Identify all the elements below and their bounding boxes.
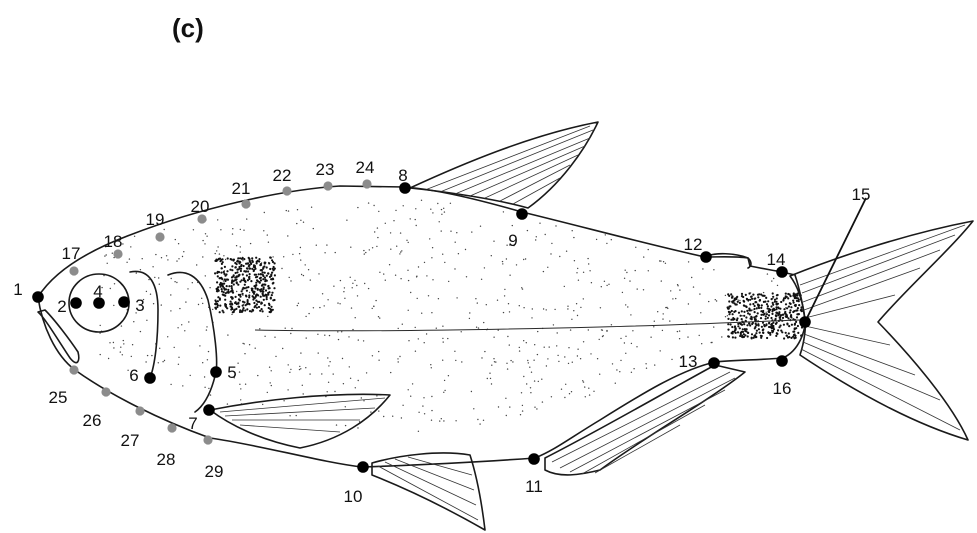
landmark-11-label: 11 <box>525 477 543 496</box>
pectoral-fin <box>210 394 390 448</box>
caudal-fin <box>790 221 973 440</box>
landmark-19-point <box>155 232 164 241</box>
landmark-21-point <box>241 199 250 208</box>
landmark-1-label: 1 <box>13 280 22 299</box>
landmark-12-label: 12 <box>684 235 703 254</box>
landmark-14-label: 14 <box>767 250 786 269</box>
landmark-18-label: 18 <box>104 232 123 251</box>
landmark-2-point <box>70 297 82 309</box>
landmark-24-point <box>362 179 371 188</box>
landmark-1-point <box>32 291 44 303</box>
panel-label: (c) <box>172 13 204 43</box>
anal-fin-rays <box>552 372 735 474</box>
landmark-13-point <box>708 357 720 369</box>
landmark-15-leader-line <box>805 198 866 322</box>
landmark-3-label: 3 <box>135 296 144 315</box>
landmark-15-label: 15 <box>852 185 871 204</box>
landmark-9-label: 9 <box>508 231 517 250</box>
landmark-3-point <box>118 296 130 308</box>
landmark-17-label: 17 <box>62 244 81 263</box>
landmark-29-label: 29 <box>205 462 224 481</box>
landmark-16-label: 16 <box>773 379 792 398</box>
anal-fin <box>545 365 745 475</box>
landmark-23-point <box>323 181 332 190</box>
landmark-17-point <box>69 266 78 275</box>
landmark-26-point <box>101 387 110 396</box>
landmark-7-label: 7 <box>188 414 197 433</box>
landmark-11-point <box>528 453 540 465</box>
landmark-29-point <box>203 435 212 444</box>
landmark-22-label: 22 <box>273 166 292 185</box>
lateral-line <box>255 320 800 331</box>
landmark-5-label: 5 <box>227 363 236 382</box>
landmark-21-label: 21 <box>232 179 251 198</box>
landmark-6-label: 6 <box>129 366 138 385</box>
landmark-7-point <box>203 404 215 416</box>
landmark-6-point <box>144 372 156 384</box>
landmark-16-point <box>776 355 788 367</box>
opercle <box>168 272 217 412</box>
landmark-15-point <box>799 316 811 328</box>
fish-illustration <box>38 122 973 530</box>
landmark-26-label: 26 <box>83 411 102 430</box>
landmark-22-point <box>282 186 291 195</box>
landmark-9-point <box>516 208 528 220</box>
landmark-27-point <box>135 406 144 415</box>
landmark-4-label: 4 <box>93 282 102 301</box>
landmark-24-label: 24 <box>356 158 375 177</box>
landmark-19-label: 19 <box>146 210 165 229</box>
adipose-fin <box>705 254 751 268</box>
landmark-20-label: 20 <box>191 197 210 216</box>
landmark-25-point <box>69 365 78 374</box>
landmark-2-label: 2 <box>57 297 66 316</box>
landmark-10-label: 10 <box>344 487 363 506</box>
landmark-27-label: 27 <box>121 431 140 450</box>
landmark-28-label: 28 <box>157 450 176 469</box>
landmark-10-point <box>357 461 369 473</box>
landmark-25-label: 25 <box>49 388 68 407</box>
landmark-5-point <box>210 366 222 378</box>
landmark-13-label: 13 <box>679 352 698 371</box>
landmark-23-label: 23 <box>316 160 335 179</box>
landmark-28-point <box>167 423 176 432</box>
preopercle <box>130 271 158 378</box>
landmark-8-label: 8 <box>398 166 407 185</box>
